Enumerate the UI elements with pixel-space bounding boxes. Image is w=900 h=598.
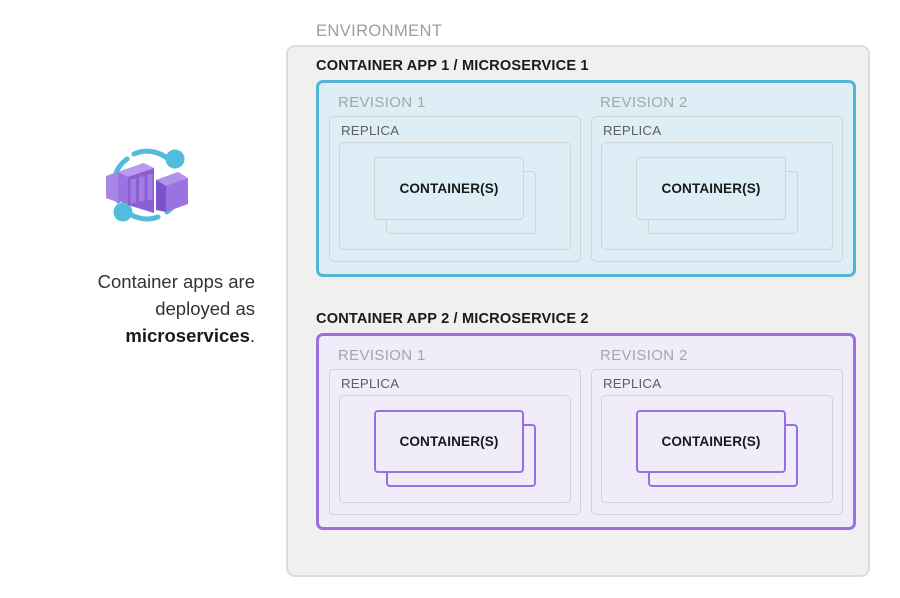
app2-revision-1-container-stack: CONTAINER(S) <box>374 410 536 488</box>
app2-revision-2-container-stack: CONTAINER(S) <box>636 410 798 488</box>
app1-revision-2-container-label: CONTAINER(S) <box>661 181 761 196</box>
container-box-front: CONTAINER(S) <box>636 157 786 220</box>
caption-line-2: deployed as <box>155 298 255 319</box>
environment-container: CONTAINER APP 1 / MICROSERVICE 1 REVISIO… <box>286 45 870 577</box>
app2-revision-2-replica-label: REPLICA <box>603 376 662 391</box>
app2-revision-1-replica-label: REPLICA <box>341 376 400 391</box>
app2-revision-2-label: REVISION 2 <box>600 347 688 364</box>
app2-revision-2-inner-frame: CONTAINER(S) <box>601 395 833 503</box>
container-app-2-title: CONTAINER APP 2 / MICROSERVICE 2 <box>316 311 589 327</box>
app2-revision-1: REVISION 1 REPLICA CONTAINER(S) <box>329 345 581 515</box>
caption-line-1: Container apps are <box>97 271 255 292</box>
container-app-1-title: CONTAINER APP 1 / MICROSERVICE 1 <box>316 58 589 74</box>
app2-revision-1-container-label: CONTAINER(S) <box>399 434 499 449</box>
app1-revision-2-replica: REPLICA CONTAINER(S) <box>591 116 843 262</box>
app1-revision-2-replica-label: REPLICA <box>603 123 662 138</box>
app1-revision-1-inner-frame: CONTAINER(S) <box>339 142 571 250</box>
app1-revision-2-inner-frame: CONTAINER(S) <box>601 142 833 250</box>
container-box-front: CONTAINER(S) <box>374 157 524 220</box>
app2-revision-2-container-label: CONTAINER(S) <box>661 434 761 449</box>
caption-panel: Container apps are deployed as microserv… <box>40 130 255 349</box>
app2-revision-1-replica: REPLICA CONTAINER(S) <box>329 369 581 515</box>
container-app-1-body: REVISION 1 REPLICA CONTAINER(S) REVISION <box>316 80 856 277</box>
app2-revision-1-inner-frame: CONTAINER(S) <box>339 395 571 503</box>
container-box-front: CONTAINER(S) <box>374 410 524 473</box>
app1-revision-1-container-stack: CONTAINER(S) <box>374 157 536 235</box>
azure-container-apps-icon-wrap <box>40 130 255 240</box>
container-app-2-body: REVISION 1 REPLICA CONTAINER(S) REVISION <box>316 333 856 530</box>
app1-revision-2: REVISION 2 REPLICA CONTAINER(S) <box>591 92 843 262</box>
container-box-front: CONTAINER(S) <box>636 410 786 473</box>
app1-revision-1-label: REVISION 1 <box>338 94 426 111</box>
container-app-1-block: CONTAINER APP 1 / MICROSERVICE 1 REVISIO… <box>316 58 856 277</box>
environment-label: ENVIRONMENT <box>316 22 443 40</box>
app1-revision-2-label: REVISION 2 <box>600 94 688 111</box>
app2-revision-1-label: REVISION 1 <box>338 347 426 364</box>
app1-revision-2-container-stack: CONTAINER(S) <box>636 157 798 235</box>
app1-revision-1-replica-label: REPLICA <box>341 123 400 138</box>
caption-line-3-bold: microservices <box>125 325 250 346</box>
caption-text: Container apps are deployed as microserv… <box>40 268 255 349</box>
app2-revision-2-replica: REPLICA CONTAINER(S) <box>591 369 843 515</box>
container-app-2-block: CONTAINER APP 2 / MICROSERVICE 2 REVISIO… <box>316 311 856 530</box>
app1-revision-1-container-label: CONTAINER(S) <box>399 181 499 196</box>
azure-container-apps-icon <box>105 148 188 222</box>
app1-revision-1: REVISION 1 REPLICA CONTAINER(S) <box>329 92 581 262</box>
app2-revision-2: REVISION 2 REPLICA CONTAINER(S) <box>591 345 843 515</box>
app1-revision-1-replica: REPLICA CONTAINER(S) <box>329 116 581 262</box>
caption-line-3-period: . <box>249 325 255 346</box>
